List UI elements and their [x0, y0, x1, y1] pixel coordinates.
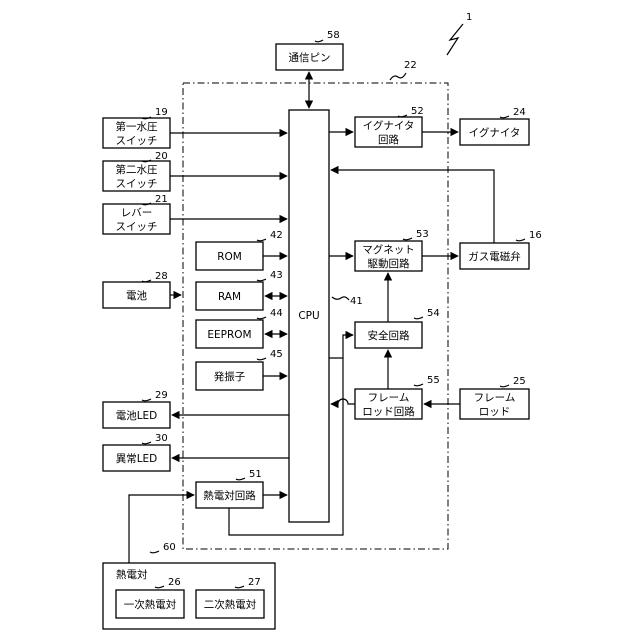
thermocouple-label: 熱電対	[116, 568, 148, 581]
cpu-label: CPU	[298, 310, 319, 322]
gas-valve-label: ガス電磁弁	[468, 250, 521, 263]
switch3-label-line1: レバー	[121, 207, 153, 219]
comm-pin-label: 通信ピン	[289, 52, 331, 64]
flame-rod-block: フレーム ロッド 25	[460, 376, 529, 419]
switch2-ref: 20	[155, 151, 168, 162]
thermocouple-circuit-ref: 51	[249, 469, 262, 480]
cpu-ref-leader	[332, 297, 349, 300]
flame-circuit-label-line2: ロッド回路	[362, 405, 415, 418]
igniter-block: イグナイタ 24	[460, 107, 529, 145]
thermocouple-ref: 60	[163, 542, 176, 553]
battery-ref: 28	[155, 271, 168, 282]
battery-label: 電池	[126, 289, 147, 302]
igniter-label: イグナイタ	[469, 126, 521, 139]
safety-circuit-block: 安全回路 54	[355, 308, 440, 348]
magnet-circuit-block: マグネット 駆動回路 53	[355, 229, 429, 271]
magnet-circuit-label-line1: マグネット	[362, 243, 415, 256]
rom-label: ROM	[217, 251, 242, 263]
gas-valve-ref: 16	[529, 230, 542, 241]
switch2-label-line2: スイッチ	[116, 178, 158, 190]
flame-circuit-ref: 55	[427, 375, 440, 386]
battery-led-ref: 29	[155, 390, 168, 401]
switch2-block: 第二水圧 スイッチ 20	[103, 151, 170, 191]
comm-pin-block: 通信ピン 58	[276, 30, 343, 70]
switch1-ref: 19	[155, 107, 168, 118]
ram-label: RAM	[218, 291, 241, 303]
primary-thermocouple-label: 一次熱電対	[124, 598, 177, 611]
switch3-label-line2: スイッチ	[116, 221, 158, 233]
switch1-block: 第一水圧 スイッチ 19	[103, 107, 170, 148]
abnormal-led-label: 異常LED	[116, 452, 158, 465]
safety-circuit-label: 安全回路	[368, 329, 410, 342]
flame-circuit-block: フレーム ロッド回路 55	[355, 375, 440, 419]
frame-ref: 22	[404, 60, 417, 71]
cpu-block: CPU 41	[289, 110, 363, 522]
igniter-ref: 24	[513, 107, 526, 118]
oscillator-ref: 45	[270, 349, 283, 360]
thermocouple-circuit-block: 熱電対回路 51	[196, 469, 263, 508]
figure-ref: 1	[466, 12, 472, 23]
flame-rod-label-line2: ロッド	[479, 406, 511, 418]
oscillator-block: 発振子 45	[196, 349, 283, 390]
magnet-circuit-label-line2: 駆動回路	[368, 257, 410, 270]
flame-circuit-label-line1: フレーム	[368, 392, 410, 404]
frame-ref-leader	[390, 73, 406, 80]
battery-block: 電池 28	[103, 271, 170, 308]
eeprom-label: EEPROM	[207, 329, 251, 341]
abnormal-led-ref: 30	[155, 433, 168, 444]
comm-pin-ref: 58	[327, 30, 340, 41]
eeprom-block: EEPROM 44	[196, 308, 283, 348]
switch1-label-line2: スイッチ	[116, 135, 158, 147]
battery-led-label: 電池LED	[116, 409, 158, 422]
cpu-ref: 41	[350, 296, 363, 307]
gas-valve-block: ガス電磁弁 16	[460, 230, 542, 269]
thermocouple-circuit-label: 熱電対回路	[203, 489, 256, 502]
switch3-ref: 21	[155, 194, 168, 205]
igniter-circuit-label-line2: 回路	[378, 133, 399, 146]
abnormal-led-block: 異常LED 30	[103, 433, 170, 471]
flame-rod-label-line1: フレーム	[474, 392, 516, 404]
oscillator-label: 発振子	[214, 370, 246, 383]
secondary-thermocouple-ref: 27	[248, 577, 261, 588]
switch2-label-line1: 第二水圧	[116, 163, 158, 176]
eeprom-ref: 44	[270, 308, 283, 319]
igniter-circuit-label-line1: イグナイタ	[363, 119, 415, 132]
flame-rod-ref: 25	[513, 376, 526, 387]
figure-ref-group: 1	[447, 12, 472, 55]
primary-thermocouple-ref: 26	[168, 577, 181, 588]
switch1-label-line1: 第一水圧	[116, 120, 158, 133]
rom-block: ROM 42	[196, 230, 283, 270]
igniter-circuit-ref: 52	[411, 106, 424, 117]
ram-ref: 43	[270, 270, 283, 281]
figure-ref-leader	[447, 24, 463, 55]
ram-block: RAM 43	[196, 270, 283, 310]
switch3-block: レバー スイッチ 21	[103, 194, 170, 234]
safety-circuit-ref: 54	[427, 308, 440, 319]
igniter-circuit-block: イグナイタ 回路 52	[355, 106, 424, 147]
secondary-thermocouple-label: 二次熱電対	[204, 598, 257, 611]
battery-led-block: 電池LED 29	[103, 390, 170, 428]
rom-ref: 42	[270, 230, 283, 241]
magnet-circuit-ref: 53	[416, 229, 429, 240]
